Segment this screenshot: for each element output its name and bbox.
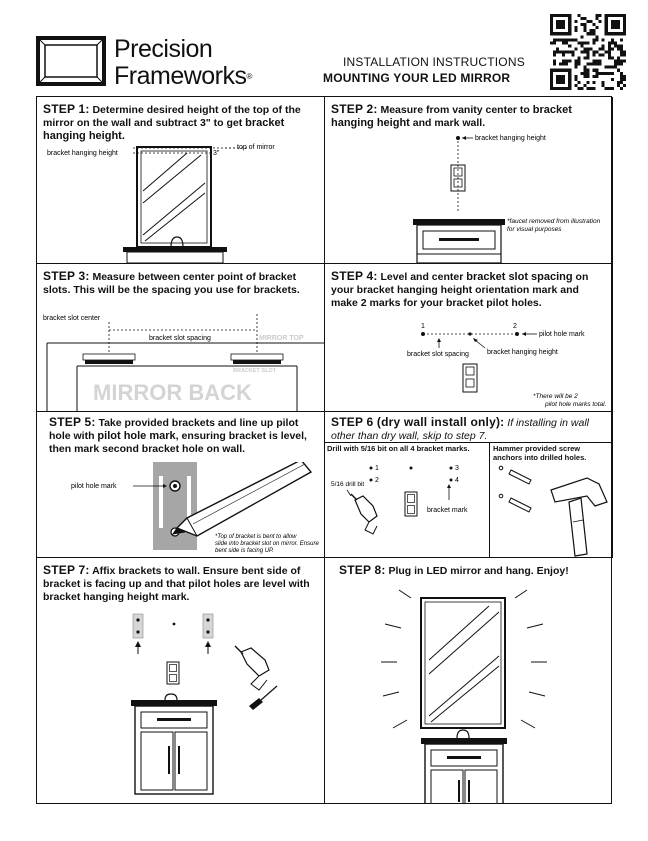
step6-diagram: 1 2 3 4 5/16 drill bit bracket mark xyxy=(331,465,608,557)
pilot-mark-1 xyxy=(421,332,425,336)
svg-text:3: 3 xyxy=(455,465,459,472)
pilot-mark-2 xyxy=(515,332,519,336)
step4-height-label: bracket hanging height xyxy=(487,349,558,356)
svg-text:2: 2 xyxy=(375,477,379,484)
step8-panel: STEP 8: Plug in LED mirror and hang. Enj… xyxy=(325,558,613,804)
step3-top-label: MIRROR TOP xyxy=(259,335,304,342)
step1-number: STEP 1: xyxy=(43,102,90,116)
step5-text: STEP 5: Take provided brackets and line … xyxy=(49,415,307,456)
outlet-icon xyxy=(166,661,180,685)
screwdriver-icon xyxy=(249,685,278,710)
svg-text:4: 4 xyxy=(455,477,459,484)
step4-number: STEP 4: xyxy=(331,269,378,283)
step1-text: STEP 1: Determine desired height of the … xyxy=(43,102,301,143)
step3-panel: STEP 3: Measure between center point of … xyxy=(37,264,325,412)
header-title: INSTALLATION INSTRUCTIONS xyxy=(343,55,525,69)
svg-text:1: 1 xyxy=(375,465,379,472)
anchor-icons xyxy=(498,465,532,513)
step8-text: STEP 8: Plug in LED mirror and hang. Enj… xyxy=(339,563,569,578)
step4-panel: STEP 4: Level and center bracket slot sp… xyxy=(325,264,613,412)
step3-slot-label: BRACKET SLOT xyxy=(233,368,277,374)
step1-diagram: bracket hanging height 3" top of mirror xyxy=(47,144,275,263)
outlet-icon xyxy=(462,363,478,393)
step8-number: STEP 8: xyxy=(339,563,386,577)
step2-bracket-label: bracket hanging height xyxy=(475,135,546,142)
step7-panel: STEP 7: Affix brackets to wall. Ensure b… xyxy=(37,558,325,804)
step2-diagram: bracket hanging height *faucet removed f… xyxy=(413,135,601,263)
step7-text: STEP 7: Affix brackets to wall. Ensure b… xyxy=(43,563,310,604)
step7-number: STEP 7: xyxy=(43,563,90,577)
step7-diagram xyxy=(131,613,278,795)
qr-code[interactable] xyxy=(550,14,626,90)
step5-panel: STEP 5: Take provided brackets and line … xyxy=(37,412,325,558)
step3-text: STEP 3: Measure between center point of … xyxy=(43,269,300,297)
step3-spacing-label: bracket slot spacing xyxy=(149,335,211,342)
vanity xyxy=(421,729,507,804)
step4-diagram: 1 2 pilot hole mark bracket slot spacing… xyxy=(407,323,607,408)
vanity xyxy=(131,693,217,795)
instructions-frame: STEP 1: Determine desired height of the … xyxy=(36,96,613,804)
brand-line1: Precision xyxy=(114,35,213,63)
step6-drill-text: Drill with 5/16 bit on all 4 bracket mar… xyxy=(327,444,470,453)
step6-panel: STEP 6 (dry wall install only): If insta… xyxy=(325,412,613,558)
step3-center-label: bracket slot center xyxy=(43,315,101,322)
step1-bracket-label: bracket hanging height xyxy=(47,150,118,157)
step6-text: STEP 6 (dry wall install only): If insta… xyxy=(331,415,589,443)
brand-logo-frame xyxy=(36,36,106,86)
step8-diagram xyxy=(381,589,547,804)
step2-text: STEP 2: Measure from vanity center to br… xyxy=(331,102,572,130)
step6-mark-label: bracket mark xyxy=(427,507,468,514)
step1-top-label: top of mirror xyxy=(237,144,275,151)
drill-icon xyxy=(234,645,270,691)
outlet-icon xyxy=(450,164,466,192)
step5-diagram: pilot hole mark *Top of bracket is bent … xyxy=(71,462,319,554)
step4-spacing-label: bracket slot spacing xyxy=(407,351,469,358)
step3-number: STEP 3: xyxy=(43,269,90,283)
step4-pilot-label: pilot hole mark xyxy=(539,331,585,338)
brand-line2: Frameworks xyxy=(114,62,247,90)
step6-hammer-text: Hammer provided screw anchors into drill… xyxy=(493,444,587,462)
drill-icon xyxy=(350,493,378,535)
hammer-icon xyxy=(550,477,608,557)
height-mark xyxy=(456,136,460,140)
step2-number: STEP 2: xyxy=(331,102,378,116)
step6-bit-label: 5/16 drill bit xyxy=(331,481,364,488)
vanity xyxy=(416,224,502,263)
light-rays xyxy=(381,589,547,729)
step4-text: STEP 4: Level and center bracket slot sp… xyxy=(331,269,589,310)
step4-mark2: 2 xyxy=(513,323,517,330)
step1-panel: STEP 1: Determine desired height of the … xyxy=(37,97,325,264)
led-mirror xyxy=(420,597,506,729)
bracket-right xyxy=(202,613,214,639)
registered-mark: ® xyxy=(246,72,253,81)
step5-number: STEP 5: xyxy=(49,415,96,429)
brand-name: Precision Frameworks® xyxy=(114,36,252,90)
faucet-icon xyxy=(170,236,184,248)
step2-panel: STEP 2: Measure from vanity center to br… xyxy=(325,97,613,264)
step5-pilot-label: pilot hole mark xyxy=(71,483,117,490)
step1-3in-label: 3" xyxy=(213,150,220,157)
step3-back-label: MIRROR BACK xyxy=(93,380,252,405)
outlet-icon xyxy=(404,491,418,517)
step3-diagram: bracket slot center bracket slot spacing… xyxy=(43,314,324,411)
bracket-left xyxy=(132,613,144,639)
header-subtitle: MOUNTING YOUR LED MIRROR xyxy=(323,71,511,85)
pencil-icon xyxy=(171,462,313,537)
step4-mark1: 1 xyxy=(421,323,425,330)
step6-number: STEP 6 (dry wall install only): xyxy=(331,415,505,429)
